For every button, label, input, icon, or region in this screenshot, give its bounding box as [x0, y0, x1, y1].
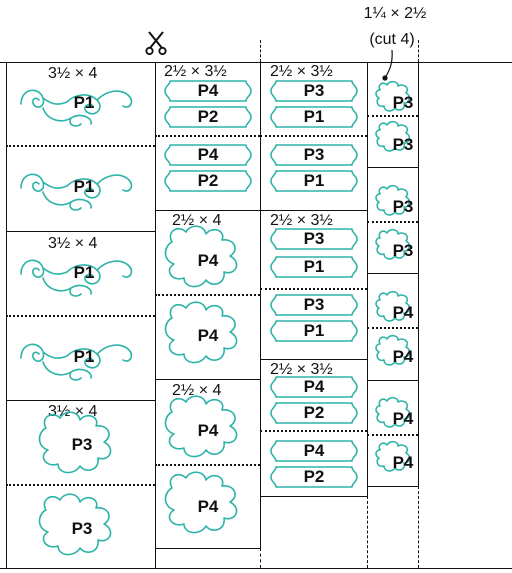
- tag-shape: P3: [270, 80, 358, 102]
- tag-label: P3: [270, 82, 358, 100]
- col1-fold-2: [6, 315, 155, 317]
- col1-cut-1: [6, 231, 155, 232]
- tag-shape: P2: [164, 106, 252, 128]
- tag-label: P4: [164, 146, 252, 164]
- piece-label: P4: [388, 454, 418, 471]
- piece-label: P3: [388, 242, 418, 259]
- tag-shape: P2: [270, 466, 358, 488]
- piece-label: P4: [190, 327, 226, 344]
- col4-cut-3: [367, 380, 418, 381]
- col2-top-dimension: 2½ × 3½: [164, 64, 227, 80]
- col1-cut-2: [6, 400, 155, 401]
- pointer-line: [380, 48, 410, 82]
- tag-label: P3: [270, 146, 358, 164]
- col4-right: [418, 62, 419, 486]
- tag-shape: P2: [164, 170, 252, 192]
- tag-shape: P4: [164, 144, 252, 166]
- col2-fold-3: [155, 464, 260, 466]
- col2-fold-2: [155, 294, 260, 296]
- piece-label: P3: [64, 520, 100, 537]
- scissors-icon: [145, 30, 167, 56]
- tag-label: P4: [270, 378, 358, 396]
- tag-label: P2: [164, 172, 252, 190]
- piece-label: P3: [388, 198, 418, 215]
- col3-group2-dimension: 2½ × 3½: [270, 213, 333, 229]
- tag-label: P1: [270, 172, 358, 190]
- tag-label: P2: [270, 404, 358, 422]
- tag-shape: P4: [164, 80, 252, 102]
- col3-guide-bottom: [367, 496, 368, 568]
- piece-label: P4: [190, 252, 226, 269]
- col2-cut-3: [155, 548, 260, 549]
- piece-label: P4: [388, 304, 418, 321]
- piece-label: P1: [66, 348, 102, 365]
- col4-fold-1: [367, 115, 418, 117]
- col3-cut-2: [260, 359, 367, 360]
- col2-guide-bottom: [260, 548, 261, 568]
- tag-label: P3: [270, 296, 358, 314]
- piece-label: P1: [66, 178, 102, 195]
- tag-label: P1: [270, 108, 358, 126]
- tag-shape: P4: [270, 440, 358, 462]
- col4-fold-4: [367, 434, 418, 436]
- tag-shape: P1: [270, 106, 358, 128]
- col1-fold-3: [6, 484, 155, 486]
- col3-cut-3: [260, 496, 367, 497]
- col4-fold-3: [367, 327, 418, 329]
- col2-cut-2: [155, 379, 260, 380]
- piece-label: P4: [190, 422, 226, 439]
- col3-fold-2: [260, 288, 367, 290]
- tag-shape: P3: [270, 228, 358, 250]
- piece-label: P3: [64, 436, 100, 453]
- tag-shape: P1: [270, 256, 358, 278]
- col2-guide-top: [260, 40, 261, 62]
- col4-guide-top: [418, 40, 419, 62]
- col4-cut-1: [367, 167, 418, 168]
- col3-group1-dimension: 2½ × 3½: [270, 64, 333, 80]
- col1-fold-1: [6, 145, 155, 147]
- col4-cut-4: [367, 486, 418, 487]
- piece-label: P4: [388, 410, 418, 427]
- tag-shape: P1: [270, 320, 358, 342]
- col4-fold-2: [367, 221, 418, 223]
- piece-label: P3: [388, 94, 418, 111]
- strip-cut-note: (cut 4): [352, 32, 432, 48]
- piece-label: P4: [190, 498, 226, 515]
- tag-shape: P1: [270, 170, 358, 192]
- col1-right: [155, 62, 156, 568]
- tag-shape: P2: [270, 402, 358, 424]
- piece-label: P4: [388, 348, 418, 365]
- tag-label: P4: [164, 82, 252, 100]
- tag-label: P3: [270, 230, 358, 248]
- piece-label: P1: [66, 264, 102, 281]
- tag-shape: P3: [270, 144, 358, 166]
- tag-label: P2: [164, 108, 252, 126]
- top-edge: [0, 62, 512, 63]
- tag-shape: P4: [270, 376, 358, 398]
- col3-cut-1: [260, 210, 367, 211]
- piece-label: P3: [388, 136, 418, 153]
- bottom-edge: [0, 568, 512, 569]
- col2-fold-1: [155, 135, 260, 137]
- tag-label: P2: [270, 468, 358, 486]
- tag-label: P4: [270, 442, 358, 460]
- col4-cut-2: [367, 273, 418, 274]
- tag-label: P1: [270, 322, 358, 340]
- col3-fold-1: [260, 135, 367, 137]
- col3-right: [367, 62, 368, 496]
- col3-fold-3: [260, 430, 367, 432]
- tag-shape: P3: [270, 294, 358, 316]
- piece-label: P1: [66, 94, 102, 111]
- col2-cut-1: [155, 210, 260, 211]
- strip-dimension-label: 1¼ × 2½: [358, 6, 432, 22]
- tag-label: P1: [270, 258, 358, 276]
- col4-guide-bottom: [418, 486, 419, 568]
